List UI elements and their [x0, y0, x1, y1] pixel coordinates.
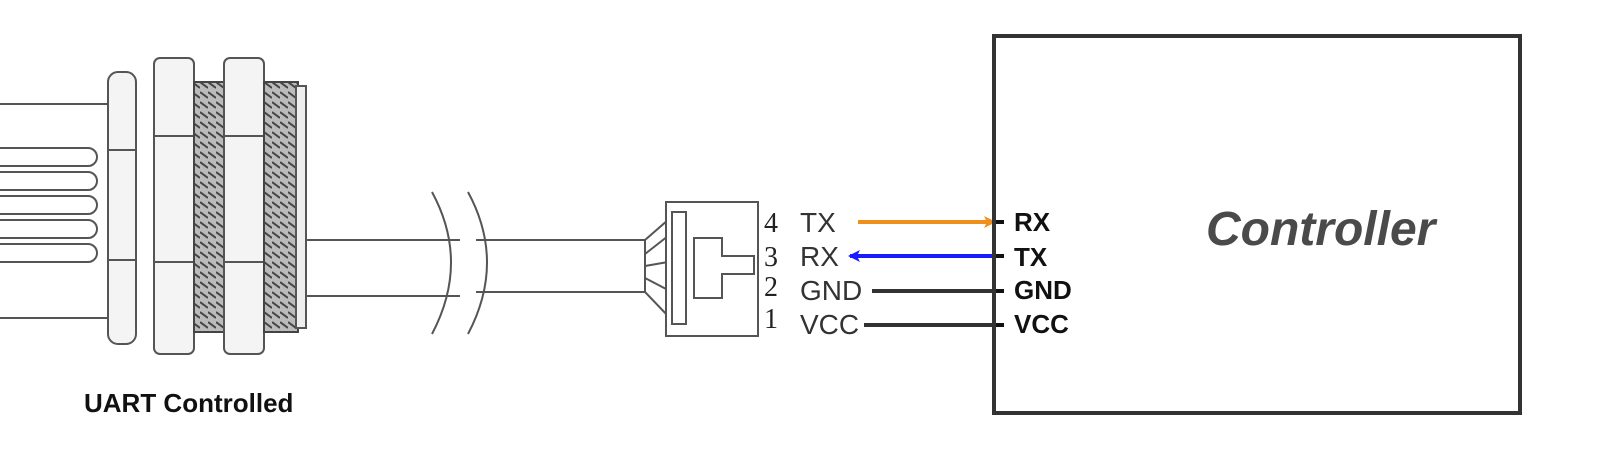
controller-pin-ticks: [996, 220, 1004, 327]
sensor-body-drawing: [0, 57, 307, 355]
controller-title: Controller: [1206, 203, 1438, 256]
sensor-pin-vcc: VCC: [800, 309, 859, 340]
controller-pin-labels: RX TX GND VCC: [1014, 207, 1072, 339]
uart-caption: UART Controlled: [84, 388, 293, 418]
pin-number-1: 1: [764, 304, 778, 335]
wires: [848, 216, 996, 327]
pin-number-3: 3: [764, 242, 778, 273]
sensor-pin-tx: TX: [800, 207, 836, 238]
controller-box: [992, 34, 1522, 415]
pin-numbers: 4 3 2 1: [764, 208, 778, 335]
pin-number-4: 4: [764, 208, 778, 239]
controller-pin-tx: TX: [1014, 242, 1048, 272]
cable-drawing: [306, 191, 645, 335]
sensor-fins: [0, 147, 98, 263]
connector-drawing: [644, 201, 759, 337]
sensor-pin-labels: TX RX GND VCC: [800, 207, 862, 340]
pin-number-2: 2: [764, 272, 778, 303]
controller-pin-vcc: VCC: [1014, 309, 1069, 339]
sensor-pin-gnd: GND: [800, 275, 862, 306]
controller-pin-gnd: GND: [1014, 275, 1072, 305]
controller-pin-rx: RX: [1014, 207, 1051, 237]
sensor-pin-rx: RX: [800, 241, 839, 272]
